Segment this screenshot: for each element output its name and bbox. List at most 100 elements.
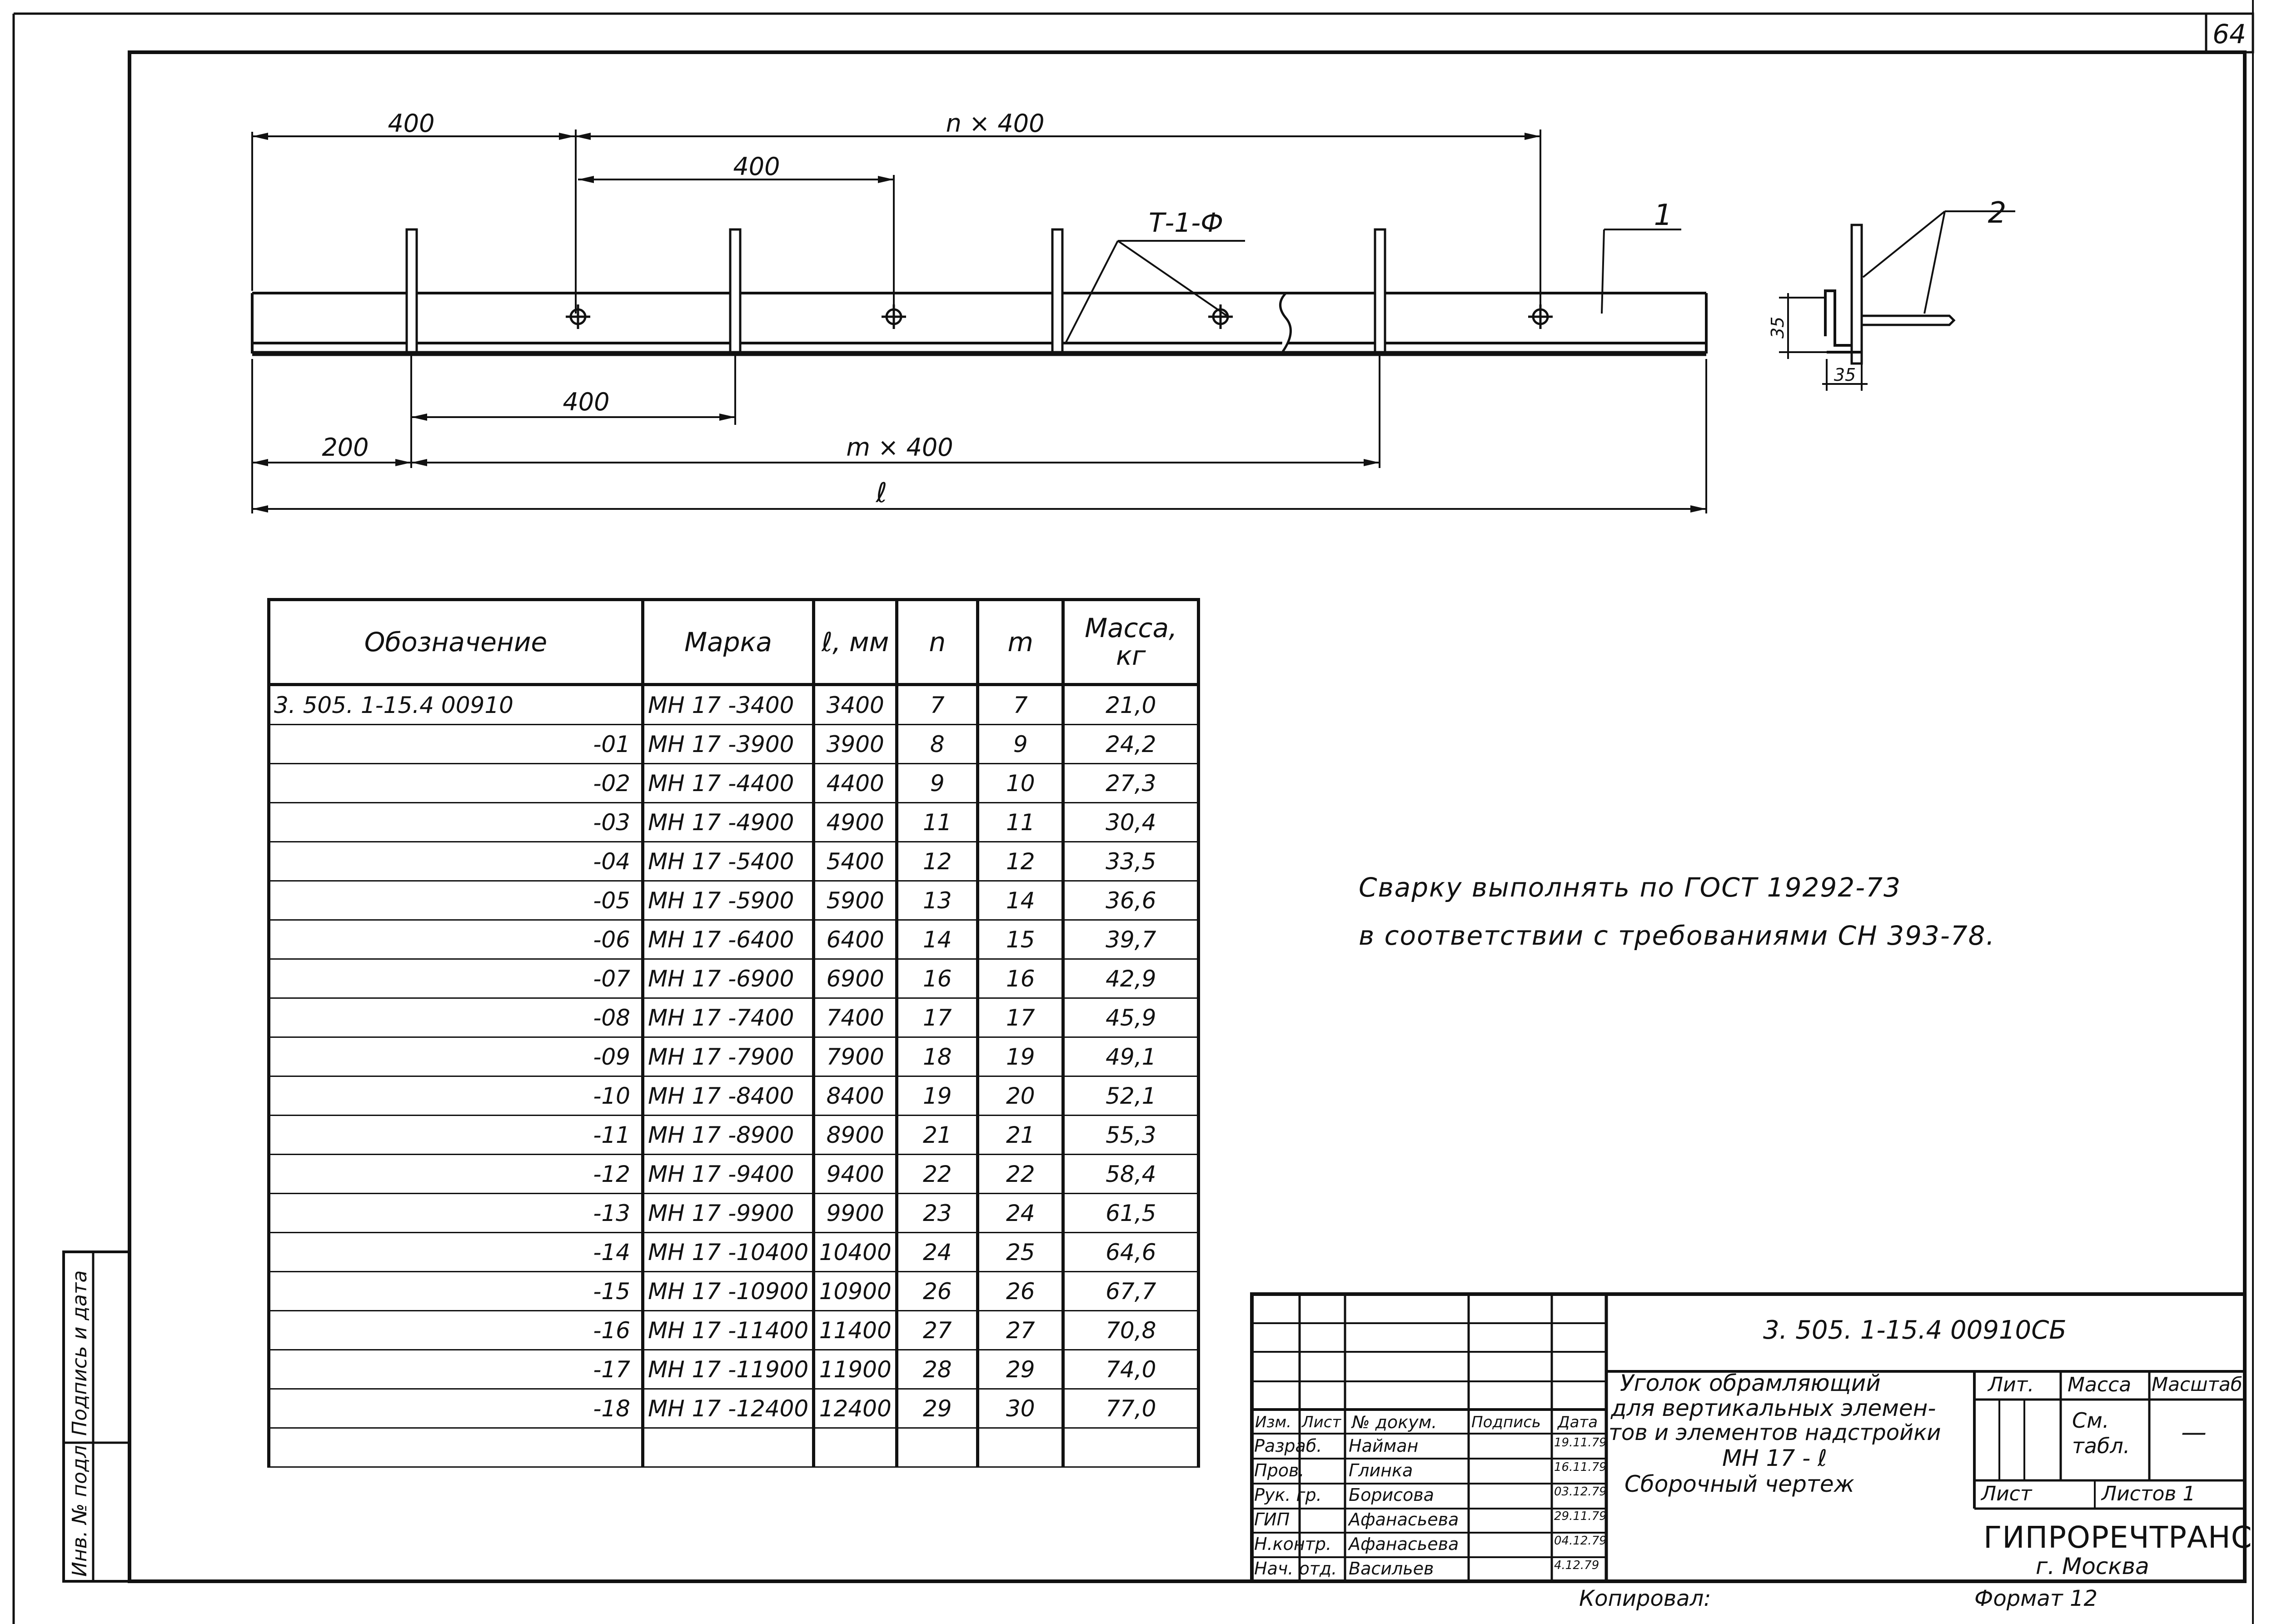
spec-cell-n: 21 — [895, 1115, 980, 1155]
title-line-3: тов и элементов надстройки — [1609, 1420, 1941, 1445]
spec-cell-mark: МН 17 -7400 — [641, 998, 816, 1038]
signature-date: 19.11.79 — [1554, 1436, 1607, 1450]
col-sign-label: Подпись — [1471, 1413, 1541, 1431]
page-number: 64 — [2212, 19, 2246, 50]
signature-name: Афанасьева — [1349, 1534, 1459, 1554]
position-2-callout: 2 — [1988, 196, 2007, 230]
spec-empty-cell — [1061, 1428, 1201, 1468]
spec-empty-cell — [641, 1428, 816, 1468]
spec-cell-mark: МН 17 -5900 — [641, 881, 816, 921]
signature-name: Васильев — [1349, 1559, 1434, 1579]
spec-cell-mass: 21,0 — [1061, 684, 1201, 725]
spec-cell-mass: 24,2 — [1061, 724, 1201, 764]
side-stamp: Инв. № подл. Подпись и дата — [68, 1270, 91, 1577]
spec-cell-mass: 70,8 — [1061, 1310, 1201, 1350]
spec-cell-designation: -09 — [267, 1037, 644, 1077]
spec-cell-mark: МН 17 -11400 — [641, 1310, 816, 1350]
scale-value: — — [2181, 1418, 2207, 1447]
spec-cell-m: 9 — [976, 724, 1065, 764]
spec-cell-n: 23 — [895, 1193, 980, 1233]
spec-cell-mass: 61,5 — [1061, 1193, 1201, 1233]
spec-header-mark: Марка — [641, 598, 816, 686]
sheet-label: Лист — [1981, 1482, 2032, 1505]
spec-cell-m: 29 — [976, 1350, 1065, 1390]
spec-cell-mark: МН 17 -3900 — [641, 724, 816, 764]
signature-role: Нач. отд. — [1254, 1559, 1337, 1579]
spec-cell-mark: МН 17 -6400 — [641, 920, 816, 960]
spec-cell-m: 7 — [976, 684, 1065, 725]
signature-name: Найман — [1349, 1436, 1419, 1456]
spec-cell-n: 29 — [895, 1389, 980, 1429]
spec-cell-n: 8 — [895, 724, 980, 764]
spec-cell-mass: 42,9 — [1061, 959, 1201, 999]
spec-cell-mass: 67,7 — [1061, 1271, 1201, 1311]
spec-cell-designation: -06 — [267, 920, 644, 960]
spec-cell-mass: 58,4 — [1061, 1154, 1201, 1194]
spec-cell-mass: 52,1 — [1061, 1076, 1201, 1116]
spec-cell-designation: -18 — [267, 1389, 644, 1429]
spec-cell-designation: -01 — [267, 724, 644, 764]
spec-cell-m: 14 — [976, 881, 1065, 921]
spec-cell-mark: МН 17 -10400 — [641, 1232, 816, 1272]
col-doc-label: № докум. — [1352, 1412, 1437, 1432]
welding-note-line-2: в соответствии с требованиями СН 393-78. — [1359, 920, 1996, 951]
spec-cell-length: 5400 — [812, 842, 899, 882]
dim-400-b: 400 — [733, 152, 780, 181]
spec-cell-n: 19 — [895, 1076, 980, 1116]
spec-cell-n: 27 — [895, 1310, 980, 1350]
spec-cell-mark: МН 17 -4400 — [641, 763, 816, 803]
spec-cell-m: 21 — [976, 1115, 1065, 1155]
spec-cell-length: 5900 — [812, 881, 899, 921]
spec-cell-n: 17 — [895, 998, 980, 1038]
spec-cell-length: 11900 — [812, 1350, 899, 1390]
organization-city: г. Москва — [2036, 1553, 2149, 1579]
spec-cell-n: 13 — [895, 881, 980, 921]
organization-name: ГИПРОРЕЧТРАНС — [1983, 1520, 2252, 1555]
spec-cell-m: 10 — [976, 763, 1065, 803]
spec-cell-m: 20 — [976, 1076, 1065, 1116]
spec-cell-designation: -08 — [267, 998, 644, 1038]
spec-cell-m: 24 — [976, 1193, 1065, 1233]
spec-cell-mark: МН 17 -8400 — [641, 1076, 816, 1116]
spec-cell-length: 8400 — [812, 1076, 899, 1116]
spec-cell-length: 6400 — [812, 920, 899, 960]
spec-cell-length: 3900 — [812, 724, 899, 764]
spec-cell-designation: -16 — [267, 1310, 644, 1350]
spec-cell-m: 22 — [976, 1154, 1065, 1194]
document-designation: 3. 505. 1-15.4 00910СБ — [1763, 1315, 2067, 1345]
spec-cell-mark: МН 17 -12400 — [641, 1389, 816, 1429]
lit-label: Лит. — [1988, 1373, 2034, 1396]
spec-header-n: n — [895, 598, 980, 686]
spec-header-m: m — [976, 598, 1065, 686]
dim-400-c: 400 — [563, 388, 609, 416]
spec-cell-designation: -05 — [267, 881, 644, 921]
spec-cell-mark: МН 17 -10900 — [641, 1271, 816, 1311]
signature-date: 4.12.79 — [1554, 1559, 1599, 1572]
side-stamp-sign-label: Подпись и дата — [68, 1270, 91, 1436]
spec-cell-m: 17 — [976, 998, 1065, 1038]
dim-400-a: 400 — [388, 109, 434, 138]
signature-name: Борисова — [1349, 1485, 1434, 1505]
dimension-lines — [251, 130, 1707, 513]
signature-date: 16.11.79 — [1554, 1460, 1607, 1474]
spec-cell-length: 7400 — [812, 998, 899, 1038]
spec-cell-mark: МН 17 -11900 — [641, 1350, 816, 1390]
spec-cell-mass: 74,0 — [1061, 1350, 1201, 1390]
spec-cell-length: 4400 — [812, 763, 899, 803]
vertical-strips — [405, 228, 1386, 354]
spec-cell-length: 8900 — [812, 1115, 899, 1155]
dim-200: 200 — [322, 433, 369, 462]
spec-cell-m: 26 — [976, 1271, 1065, 1311]
